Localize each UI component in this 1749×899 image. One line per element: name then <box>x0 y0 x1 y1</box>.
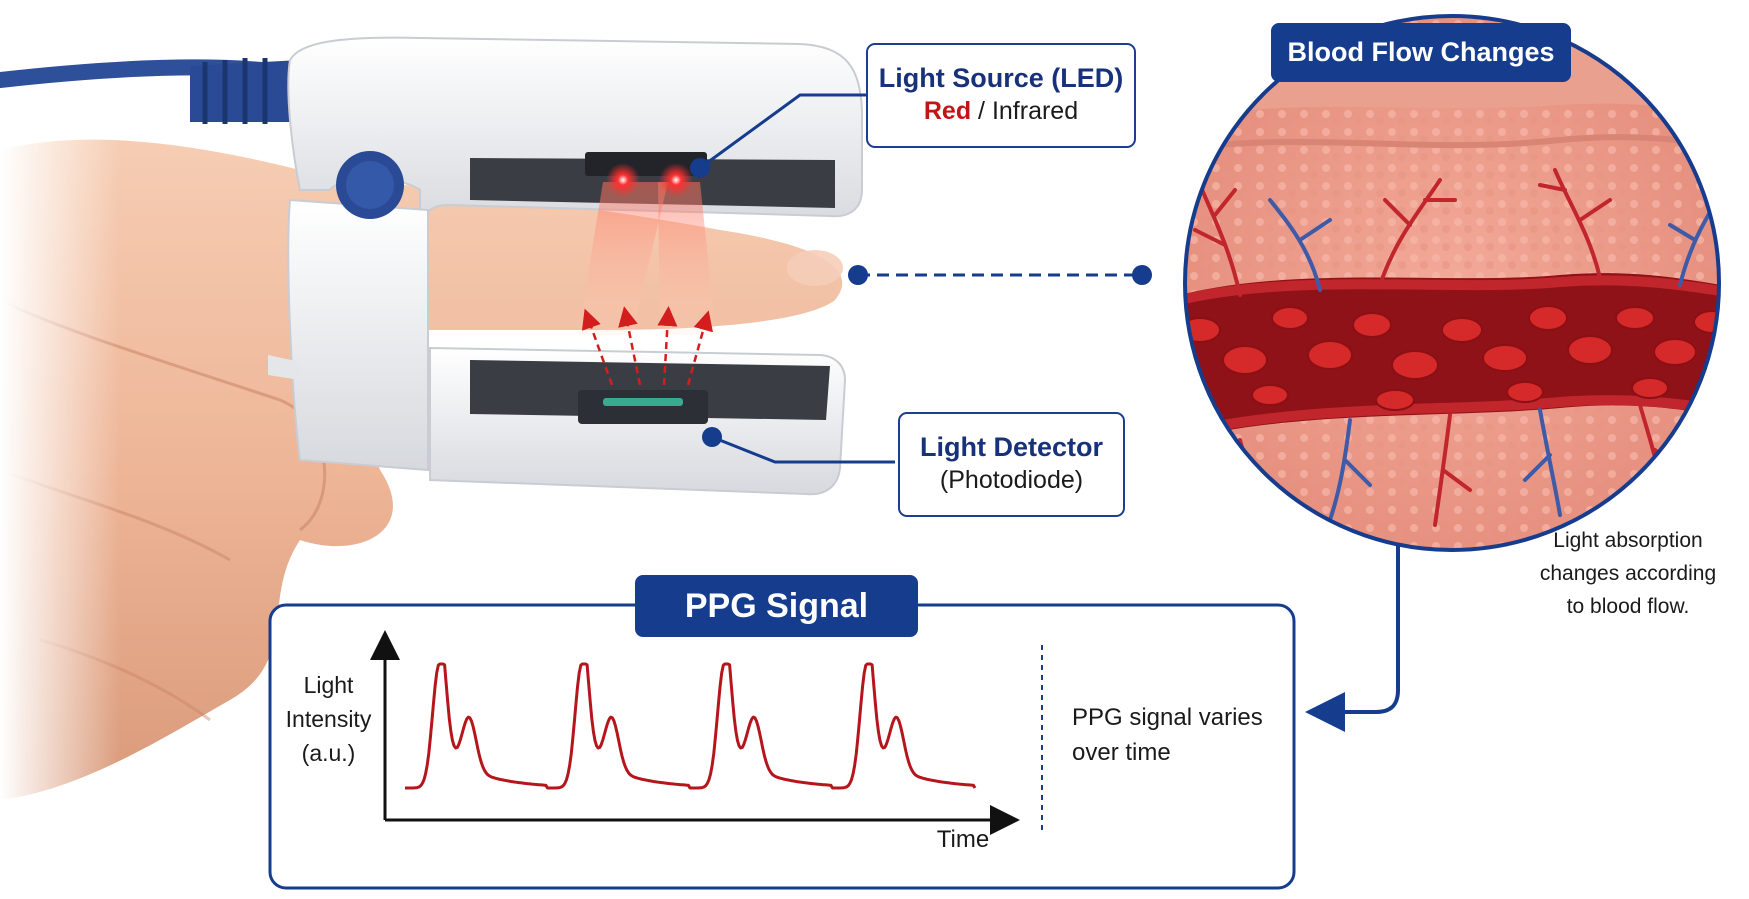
ppg-x-label: Time <box>936 826 990 853</box>
light-source-subtitle: Red / Infrared <box>868 95 1134 127</box>
leader-dots <box>690 158 1152 447</box>
blood-flow-title: Blood Flow Changes <box>1271 23 1571 82</box>
sensor-cable <box>0 58 300 124</box>
ppg-axes <box>370 630 1020 835</box>
ppg-caption: PPG signal varies over time <box>1072 700 1277 770</box>
ppg-trace <box>405 662 977 790</box>
blood-flow-note-line-3: to blood flow. <box>1566 595 1690 618</box>
red-light-label: Red <box>923 97 972 125</box>
blood-flow-note: Light absorption changes according to bl… <box>1512 524 1744 623</box>
ppg-caption-line-1: PPG signal varies <box>1072 704 1263 731</box>
ppg-y-label-line-2: Intensity <box>285 706 372 732</box>
light-detector-subtitle: (Photodiode) <box>939 466 1084 494</box>
light-detector-callout: Light Detector (Photodiode) <box>898 412 1125 517</box>
light-source-title: Light Source (LED) <box>878 63 1124 93</box>
light-source-callout: Light Source (LED) Red / Infrared <box>866 43 1136 148</box>
ppg-caption-line-2: over time <box>1072 739 1171 766</box>
ppg-waveform <box>405 662 977 790</box>
infrared-light-label: Infrared <box>991 97 1079 125</box>
light-detector-title: Light Detector <box>919 432 1103 462</box>
blood-flow-note-line-1: Light absorption <box>1553 529 1703 552</box>
ppg-y-label-line-3: (a.u.) <box>301 740 356 766</box>
ppg-y-label: Light Intensity (a.u.) <box>276 668 381 770</box>
blood-flow-note-line-2: changes according <box>1539 562 1717 585</box>
photodiode <box>578 390 708 424</box>
flow-arrow <box>1305 545 1400 732</box>
leader-lines <box>699 93 1142 464</box>
light-source-separator: / <box>971 97 992 125</box>
ppg-title: PPG Signal <box>635 575 918 637</box>
vessel-magnifier <box>1183 14 1721 552</box>
ppg-y-label-line-1: Light <box>303 672 354 698</box>
led-emitter <box>578 152 716 335</box>
